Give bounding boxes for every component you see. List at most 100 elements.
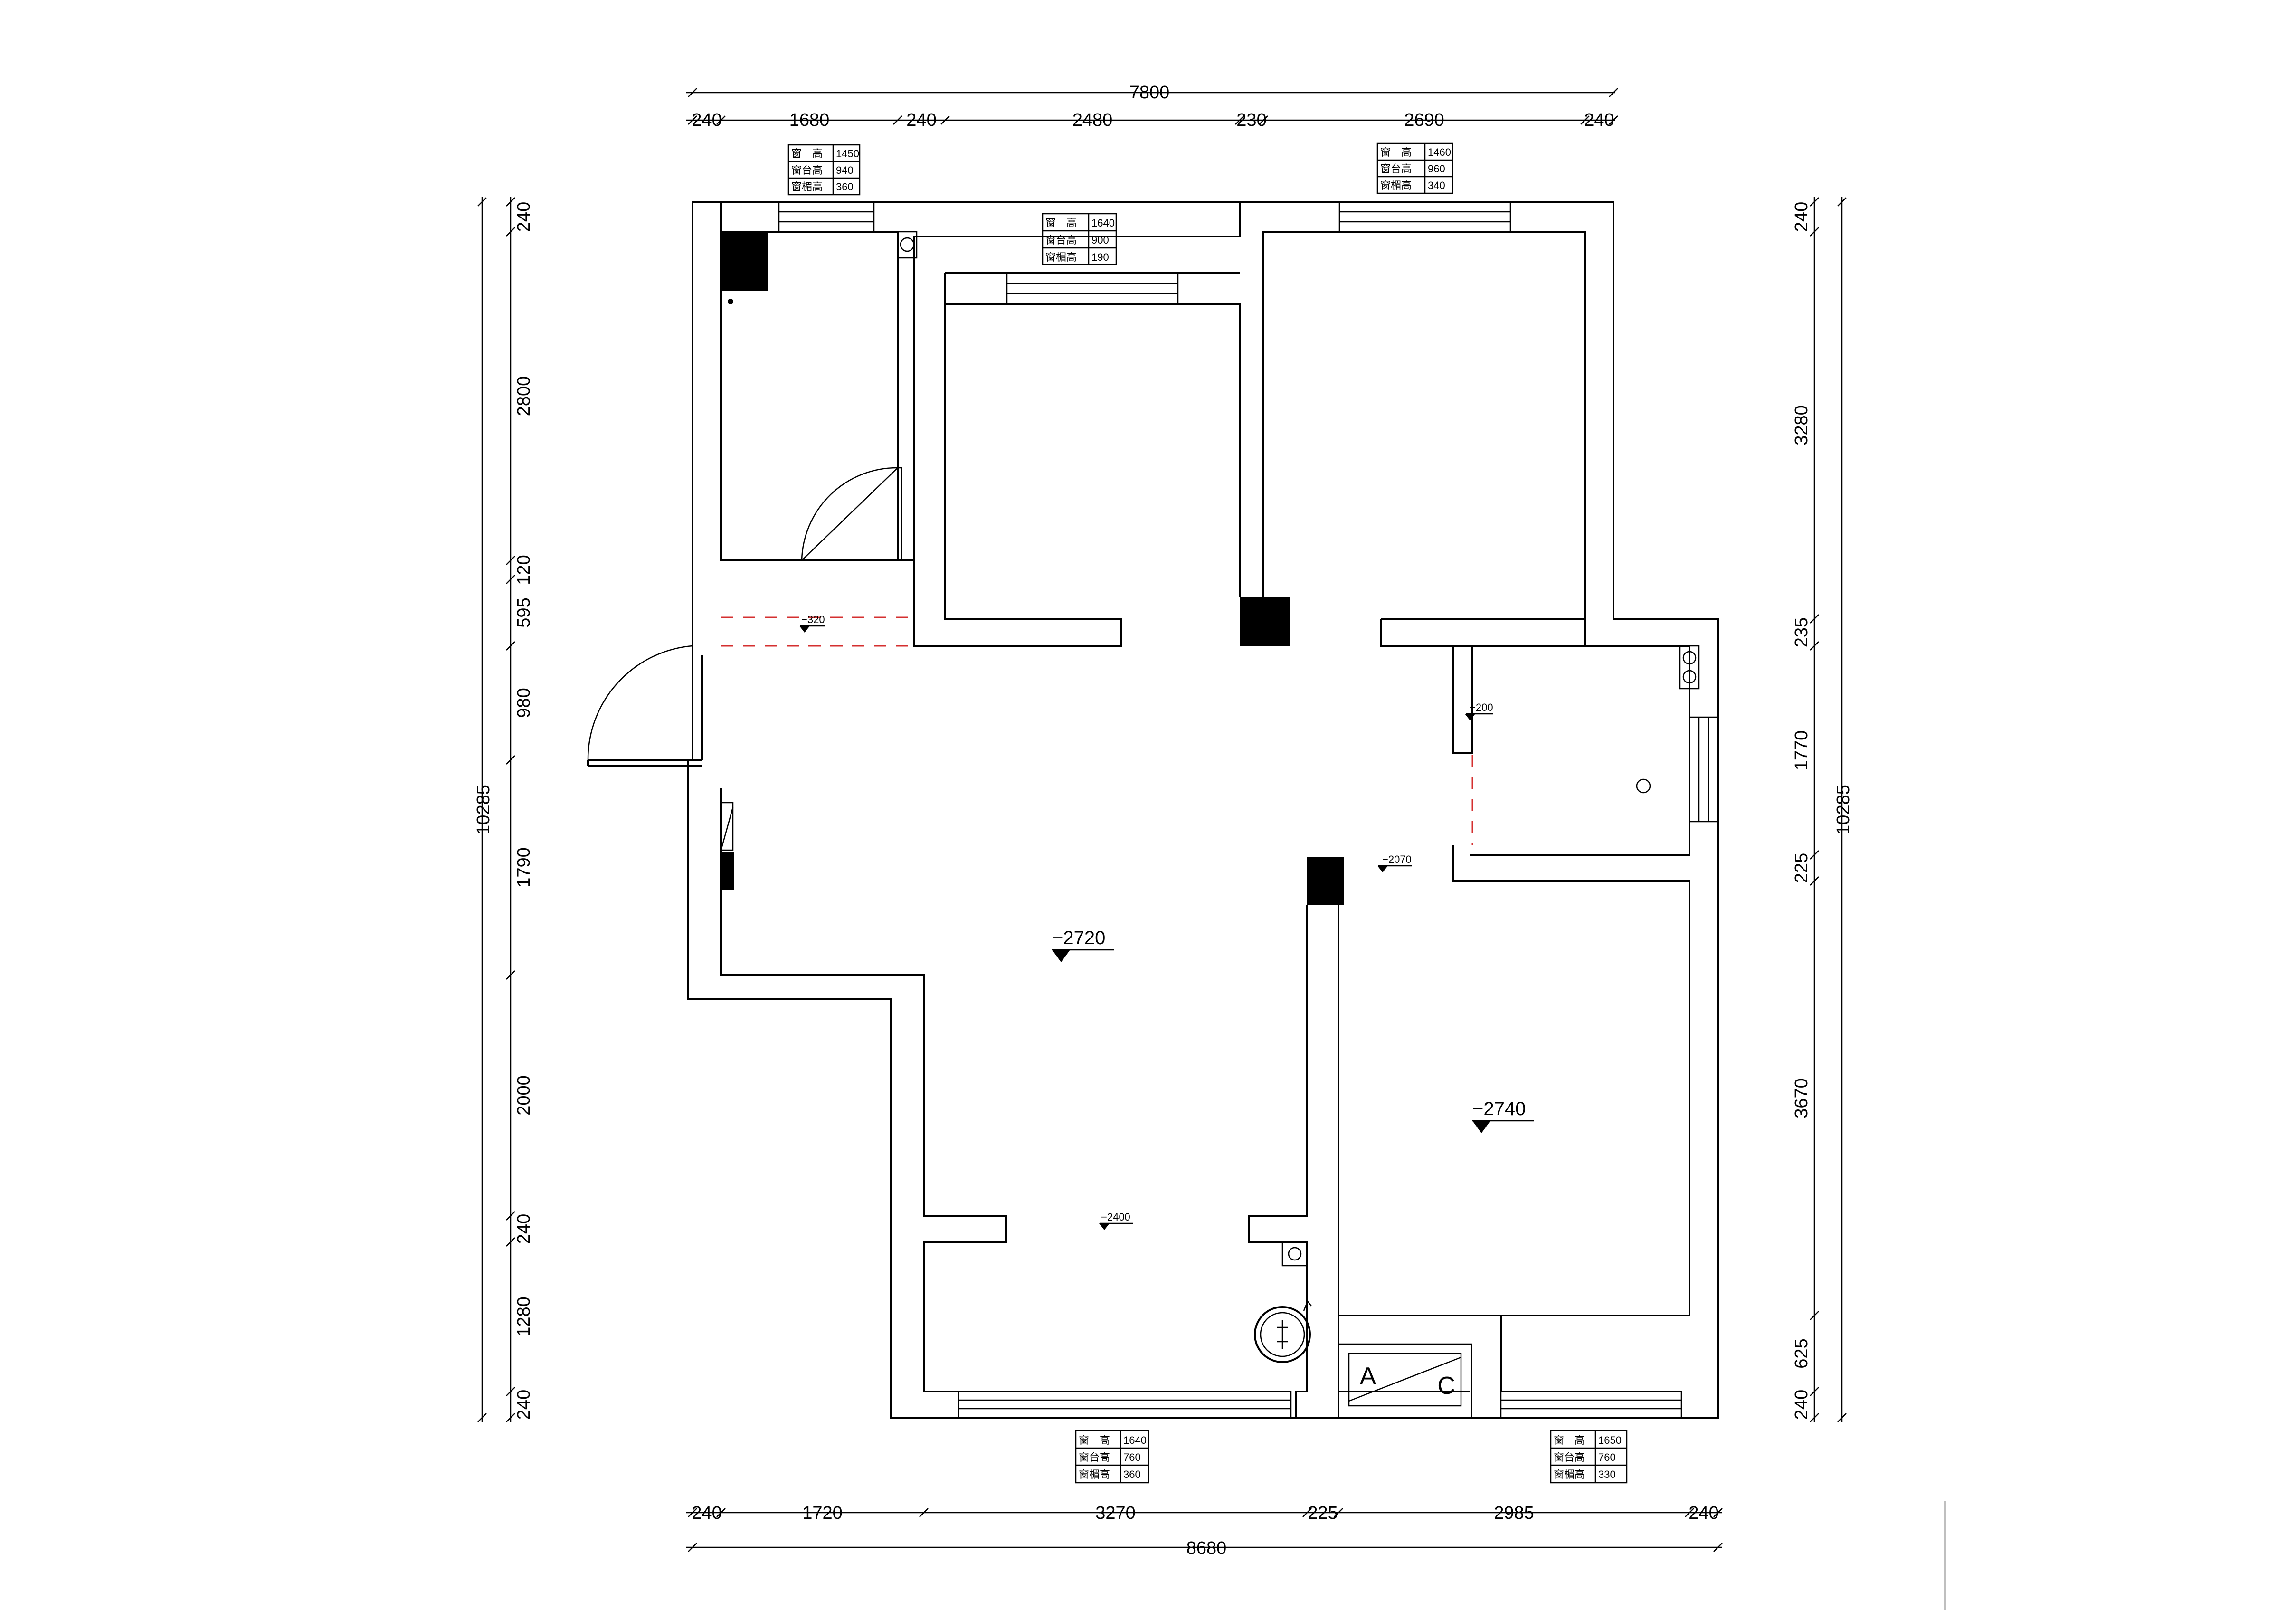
dimension-tick: [919, 1508, 929, 1517]
svg-text:900: 900: [1091, 234, 1109, 246]
water-heater-icon: [1254, 1306, 1311, 1363]
dimension-value: 225: [1308, 1503, 1338, 1523]
svg-text:340: 340: [1428, 180, 1445, 191]
dimension-value: 240: [1689, 1503, 1718, 1523]
svg-text:1460: 1460: [1428, 146, 1451, 158]
dimension-tick: [940, 115, 950, 125]
dimension-lines: [481, 92, 1946, 1610]
dimension-tick: [716, 1508, 726, 1517]
svg-text:330: 330: [1598, 1468, 1616, 1480]
dimension-tick: [1810, 1413, 1819, 1422]
dimension-tick: [1810, 850, 1819, 860]
svg-text:窗台高: 窗台高: [1380, 163, 1412, 175]
svg-text:窗台高: 窗台高: [1045, 234, 1077, 246]
doors: [587, 467, 902, 760]
interior-walls: [587, 231, 1690, 1418]
dimension-tick: [688, 1543, 697, 1552]
pipe-icon: [900, 237, 915, 252]
dimension-value: 7800: [1129, 83, 1170, 103]
svg-text:1450: 1450: [836, 148, 859, 160]
dimension-value: 3270: [1095, 1503, 1136, 1523]
dimension-tick: [477, 197, 487, 207]
dimension-tick: [1837, 1413, 1847, 1422]
dimension-tick: [1810, 227, 1819, 237]
svg-text:−2740: −2740: [1472, 1099, 1526, 1119]
dimension-tick: [893, 115, 902, 125]
svg-text:1650: 1650: [1598, 1434, 1622, 1446]
structural-columns: [721, 232, 1344, 905]
dimension-tick: [688, 1508, 697, 1517]
dimension-tick: [1713, 1508, 1723, 1517]
dimension-tick: [1810, 1387, 1819, 1396]
svg-text:窗楣高: 窗楣高: [1045, 251, 1077, 263]
svg-text:窗 高: 窗 高: [1079, 1434, 1110, 1446]
dimension-value: 3670: [1792, 1078, 1812, 1118]
dimension-tick: [506, 1237, 515, 1247]
dimension-tick: [1259, 115, 1268, 125]
elevation-marker-large: −2740: [1472, 1099, 1534, 1133]
dimension-tick: [1713, 1543, 1723, 1552]
dimension-tick: [1810, 1311, 1819, 1320]
dimension-value: 240: [906, 110, 936, 130]
svg-text:窗台高: 窗台高: [1554, 1451, 1585, 1463]
dimension-value: 240: [1792, 1390, 1812, 1420]
dimension-value: 625: [1792, 1338, 1812, 1368]
ac-label-a: A: [1360, 1363, 1376, 1390]
dimension-value: 235: [1792, 617, 1812, 647]
svg-text:360: 360: [836, 181, 854, 193]
svg-text:窗 高: 窗 高: [1380, 146, 1412, 158]
elevation-markers: −320 −200 −2070 −2720 −2740 −2400: [799, 614, 1534, 1230]
dimension-tick: [506, 227, 515, 237]
dimension-tick: [1837, 197, 1847, 207]
svg-text:窗楣高: 窗楣高: [1554, 1468, 1585, 1480]
dimension-tick: [1235, 115, 1244, 125]
window-spec-table: 窗 高 1640 窗台高 900 窗楣高 190: [1042, 213, 1117, 265]
dimension-tick: [1580, 115, 1590, 125]
svg-text:−2070: −2070: [1382, 853, 1412, 865]
dimension-tick: [1302, 1508, 1312, 1517]
dimension-value: 3280: [1792, 405, 1812, 445]
svg-text:−2720: −2720: [1052, 928, 1105, 948]
elevation-marker: −320: [799, 614, 825, 633]
svg-text:窗 高: 窗 高: [1045, 217, 1077, 229]
svg-text:窗楣高: 窗楣高: [791, 181, 823, 193]
dimension-tick: [506, 641, 515, 651]
dimension-tick: [1810, 197, 1819, 207]
dimension-tick: [1810, 641, 1819, 651]
dimension-tick: [1810, 876, 1819, 886]
svg-text:760: 760: [1123, 1451, 1141, 1463]
dimension-value: 1280: [514, 1297, 534, 1337]
ac-label-c: C: [1437, 1372, 1455, 1400]
window-spec-table: 窗 高 1460 窗台高 960 窗楣高 340: [1376, 142, 1453, 194]
dimension-value: 240: [1584, 110, 1614, 130]
dimension-value: 240: [514, 202, 534, 232]
dimension-value: 10285: [1833, 785, 1853, 835]
elevation-marker: −200: [1465, 701, 1493, 720]
svg-text:−200: −200: [1470, 701, 1493, 713]
dimension-value: 225: [1792, 853, 1812, 883]
svg-text:窗台高: 窗台高: [1079, 1451, 1110, 1463]
dimension-value: 2000: [514, 1075, 534, 1116]
dimension-tick: [1685, 1508, 1694, 1517]
drain-dot: [728, 299, 733, 304]
dimension-value: 1680: [789, 110, 830, 130]
elevation-marker-large: −2720: [1052, 928, 1114, 962]
elevation-marker: −2070: [1377, 853, 1412, 872]
dimension-tick: [506, 970, 515, 980]
window-spec-table: 窗 高 1650 窗台高 760 窗楣高 330: [1550, 1430, 1628, 1484]
dimension-tick: [477, 1413, 487, 1422]
dimension-value: 8680: [1186, 1538, 1227, 1558]
dimension-value: 1790: [514, 847, 534, 888]
dimension-tick: [688, 115, 697, 125]
window-strips: [778, 201, 1719, 1419]
dimension-tick: [1609, 115, 1618, 125]
dimension-value: 240: [514, 1214, 534, 1244]
dimension-value: 2690: [1404, 110, 1444, 130]
window-spec-table: 窗 高 1450 窗台高 940 窗楣高 360: [787, 144, 861, 196]
svg-text:窗楣高: 窗楣高: [1380, 180, 1412, 191]
dimension-value: 980: [514, 688, 534, 718]
svg-text:窗楣高: 窗楣高: [1079, 1468, 1110, 1480]
dashed-openings: [721, 616, 1473, 845]
